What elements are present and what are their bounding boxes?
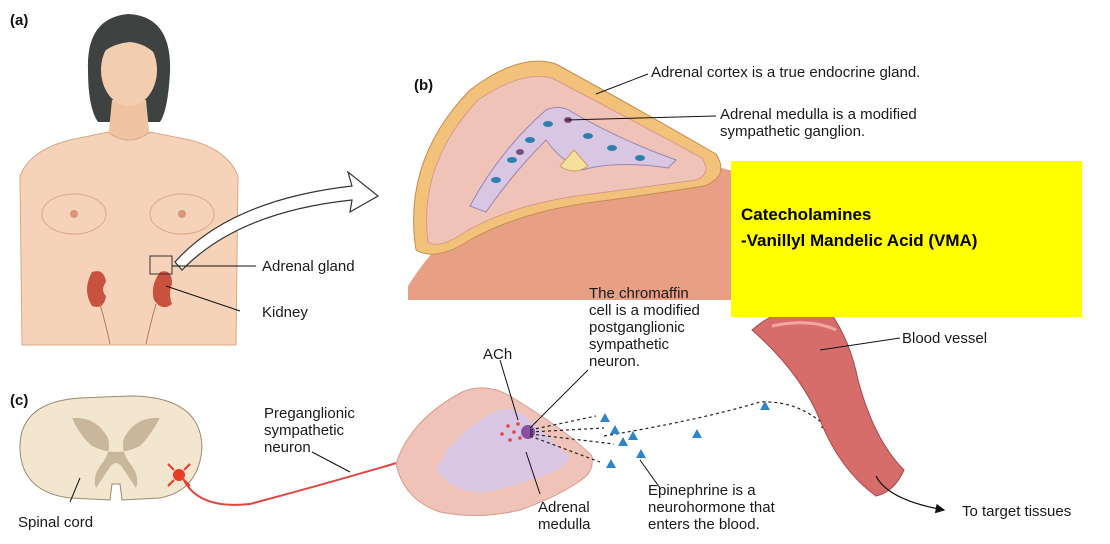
- callout-line-1: Catecholamines: [741, 205, 871, 225]
- label-adrenal-medulla-c: Adrenal medulla: [538, 499, 591, 533]
- label-spinal-cord: Spinal cord: [18, 514, 93, 531]
- label-blood-vessel: Blood vessel: [902, 330, 987, 347]
- panel-label-c: (c): [10, 392, 28, 409]
- panel-label-b: (b): [414, 77, 433, 94]
- adrenal-gland-c: [396, 388, 592, 516]
- label-adrenal-cortex: Adrenal cortex is a true endocrine gland…: [651, 64, 920, 81]
- label-chromaffin: The chromaffin cell is a modified postga…: [589, 285, 700, 370]
- label-adrenal-medulla-2: sympathetic ganglion.: [720, 123, 865, 140]
- woman-figure: [20, 14, 238, 345]
- spinal-cord-section: [20, 396, 202, 500]
- vma-callout-box: Catecholamines -Vanillyl Mandelic Acid (…: [731, 161, 1082, 317]
- callout-line-2: -Vanillyl Mandelic Acid (VMA): [741, 231, 977, 251]
- label-adrenal-medulla-1: Adrenal medulla is a modified: [720, 106, 917, 123]
- panel-label-a: (a): [10, 12, 28, 29]
- label-target-tissues: To target tissues: [962, 503, 1071, 520]
- label-preganglionic: Preganglionic sympathetic neuron: [264, 405, 355, 456]
- label-epinephrine: Epinephrine is a neurohormone that enter…: [648, 482, 775, 533]
- label-ach: ACh: [483, 346, 512, 363]
- label-adrenal-gland: Adrenal gland: [262, 258, 355, 275]
- adrenal-cross-section: [408, 61, 735, 300]
- label-kidney: Kidney: [262, 304, 308, 321]
